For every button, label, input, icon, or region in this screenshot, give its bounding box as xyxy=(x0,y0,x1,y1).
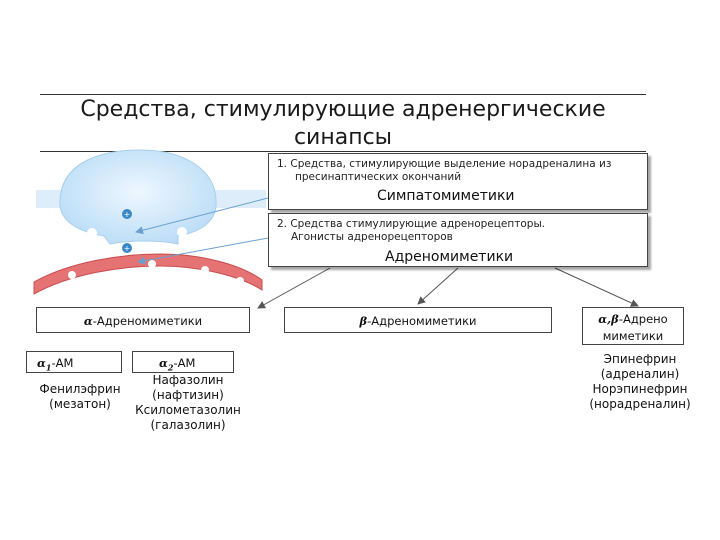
alpha-beta-label-line1: -Адрено xyxy=(618,312,668,326)
alpha1-drug-list: Фенилэфрин (мезатон) xyxy=(26,382,134,412)
box1-caption: Симпатомиметики xyxy=(377,188,515,204)
alpha1-label: -АМ xyxy=(51,356,74,370)
svg-text:+: + xyxy=(124,210,131,219)
drug-name: Фенилэфрин xyxy=(39,382,121,396)
alpha-beta-drug-list: Эпинефрин (адреналин) Норэпинефрин (нора… xyxy=(580,352,700,412)
beta-adrenomimetics-box: β-Адреномиметики xyxy=(284,307,552,333)
alpha-beta-label-line2: миметики xyxy=(602,329,664,343)
page-title-line1: Средства, стимулирующие адренергические xyxy=(80,97,606,122)
box1-text-line1: Средства, стимулирующие выделение норадр… xyxy=(290,158,612,170)
vesicle-icon xyxy=(122,243,132,253)
beta-label: -Адреномиметики xyxy=(367,314,477,328)
drug-trade-name: (галазолин) xyxy=(150,418,226,432)
box2-caption: Адреномиметики xyxy=(385,249,514,265)
drug-trade-name: (нафтизин) xyxy=(152,388,224,402)
box1-text-line2: пресинаптических окончаний xyxy=(295,171,462,183)
alpha-symbol: α xyxy=(83,314,93,328)
alpha2-symbol: α xyxy=(159,356,168,370)
vesicle-icon xyxy=(122,209,132,219)
alpha2-drug-list: Нафазолин (нафтизин) Ксилометазолин (гал… xyxy=(124,373,252,433)
page-title-line2: синапсы xyxy=(293,125,393,150)
presynaptic-release-box: 1. Средства, стимулирующие выделение нор… xyxy=(268,153,648,210)
alpha2-am-box: α2-АМ xyxy=(132,351,234,373)
drug-name: Нафазолин xyxy=(152,373,224,387)
title-bottom-rule xyxy=(40,151,646,152)
alpha-label: -Адреномиметики xyxy=(92,314,203,328)
alpha-beta-symbol: α,β xyxy=(598,312,619,326)
alpha1-subscript: 1 xyxy=(45,362,52,373)
drug-name: Ксилометазолин xyxy=(135,403,241,417)
presynaptic-terminal xyxy=(59,149,217,245)
box2-text-line1: 2. Средства стимулирующие адренорецептор… xyxy=(277,218,546,230)
alpha1-symbol: α xyxy=(37,356,46,370)
svg-text:+: + xyxy=(124,244,131,253)
drug-name: Норэпинефрин xyxy=(592,382,688,396)
alpha2-subscript: 2 xyxy=(167,362,174,373)
drug-trade-name: (норадреналин) xyxy=(589,397,691,411)
box2-text-line2: Агонисты адренорецепторов xyxy=(291,231,453,243)
page-title: Средства, стимулирующие адренергические … xyxy=(40,96,646,152)
alpha-adrenomimetics-box: α-Адреномиметики xyxy=(36,307,250,333)
drug-trade-name: (мезатон) xyxy=(49,397,111,411)
receptor-agonists-box: 2. Средства стимулирующие адренорецептор… xyxy=(268,213,648,267)
postsynaptic-membrane xyxy=(33,253,263,295)
alpha1-am-box: α1-АМ xyxy=(26,351,122,373)
drug-trade-name: (адреналин) xyxy=(600,367,680,381)
alpha-beta-adrenomimetics-box: α,β-Адрено миметики xyxy=(582,307,684,345)
drug-name: Эпинефрин xyxy=(603,352,677,366)
beta-symbol: β xyxy=(359,314,368,328)
title-top-rule xyxy=(40,94,646,95)
box1-number: 1. xyxy=(277,158,288,170)
alpha2-label: -АМ xyxy=(173,356,196,370)
